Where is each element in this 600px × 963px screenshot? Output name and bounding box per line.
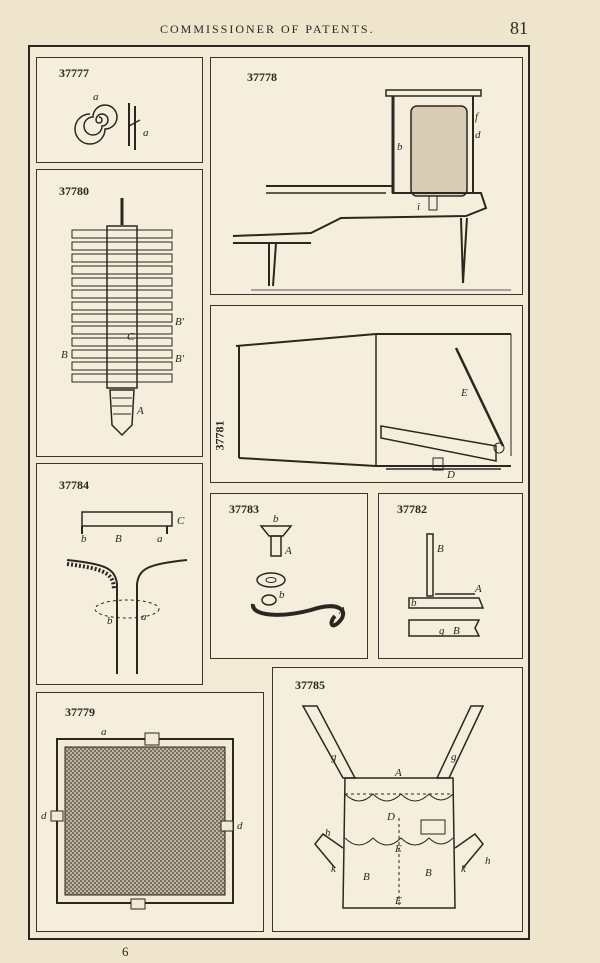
label-d: D (386, 811, 395, 823)
figure-37782: 37782 B A b g B (378, 493, 523, 659)
figure-37785: 37785 g g A D h h E k B B k E (272, 667, 523, 932)
label-a: A (136, 405, 144, 417)
label-d: D (446, 469, 455, 481)
label-a: A (394, 767, 402, 779)
label-g: g (451, 751, 457, 763)
figure-number: 37777 (59, 66, 89, 80)
label-c: C (177, 515, 185, 527)
bracket-drawing: b B a C b a (66, 511, 188, 674)
figure-number: 37783 (229, 502, 259, 516)
figure-number: 37785 (295, 678, 325, 692)
screen-drawing: a d d (41, 726, 243, 910)
figure-37784: 37784 b B a C b a (36, 463, 203, 685)
label-a: A (338, 605, 346, 617)
label-a: a (141, 611, 147, 623)
label-b: b (411, 597, 417, 609)
label-h: h (485, 855, 491, 867)
label-b: B (453, 625, 460, 637)
label-d: d (475, 129, 481, 141)
page-header: COMMISSIONER OF PATENTS. 81 (0, 0, 600, 40)
page-number: 81 (510, 18, 528, 38)
chute-drawing: b f d i (232, 89, 511, 291)
label-b: B (437, 543, 444, 555)
label-g: g (331, 751, 337, 763)
hopper-drawing: E D (235, 333, 512, 481)
label-c: C (127, 331, 135, 343)
figure-number: 37784 (59, 478, 89, 492)
label-d: d (41, 810, 47, 822)
running-title: COMMISSIONER OF PATENTS. (160, 22, 375, 36)
spiral-drawing: a a (74, 91, 149, 150)
figure-37783: 37783 b A b A (210, 493, 368, 659)
label-k: k (331, 863, 337, 875)
label-e: E (394, 843, 402, 855)
label-b: b (273, 513, 279, 525)
hook-drawing: b A b A (251, 513, 346, 628)
figure-37781: 37781 E D (210, 305, 523, 483)
figure-37778: 37778 b f d i (210, 57, 523, 295)
label-a: a (101, 726, 107, 738)
label-a: a (157, 533, 163, 545)
label-a: A (474, 583, 482, 595)
label-a: a (93, 91, 99, 103)
label-b: B (115, 533, 122, 545)
label-b: b (279, 589, 285, 601)
label-e: E (460, 387, 468, 399)
label-f: f (475, 111, 480, 123)
label-g: g (439, 625, 445, 637)
signature-mark: 6 (122, 944, 129, 959)
label-k: k (461, 863, 467, 875)
figure-37780: 37780 B' B B' A C (36, 169, 203, 457)
bobbin-drawing: B' B B' A C (61, 198, 185, 437)
label-b: b (397, 141, 403, 153)
figure-number: 37779 (65, 705, 95, 719)
figure-37777: 37777 a a (36, 57, 203, 163)
label-b-prime: B' (175, 316, 185, 328)
latch-drawing: B A b g B (408, 533, 485, 637)
figure-number: 37778 (247, 70, 277, 84)
label-i: i (417, 201, 420, 213)
label-e: E (394, 895, 402, 907)
label-h: h (325, 827, 331, 839)
label-a: A (284, 545, 292, 557)
figure-37779: 37779 a d d (36, 692, 264, 932)
harness-drawing: g g A D h h E k B B k E (301, 705, 491, 909)
label-a: a (143, 127, 149, 139)
figure-number: 37780 (59, 184, 89, 198)
patent-plate: 37777 a a 37778 b f d i (28, 45, 530, 940)
label-b: B (425, 867, 432, 879)
label-b: B (363, 871, 370, 883)
label-b-prime: B' (175, 353, 185, 365)
figure-number: 37782 (397, 502, 427, 516)
label-b: b (81, 533, 87, 545)
label-b: b (107, 615, 113, 627)
label-d: d (237, 820, 243, 832)
label-b: B (61, 349, 68, 361)
